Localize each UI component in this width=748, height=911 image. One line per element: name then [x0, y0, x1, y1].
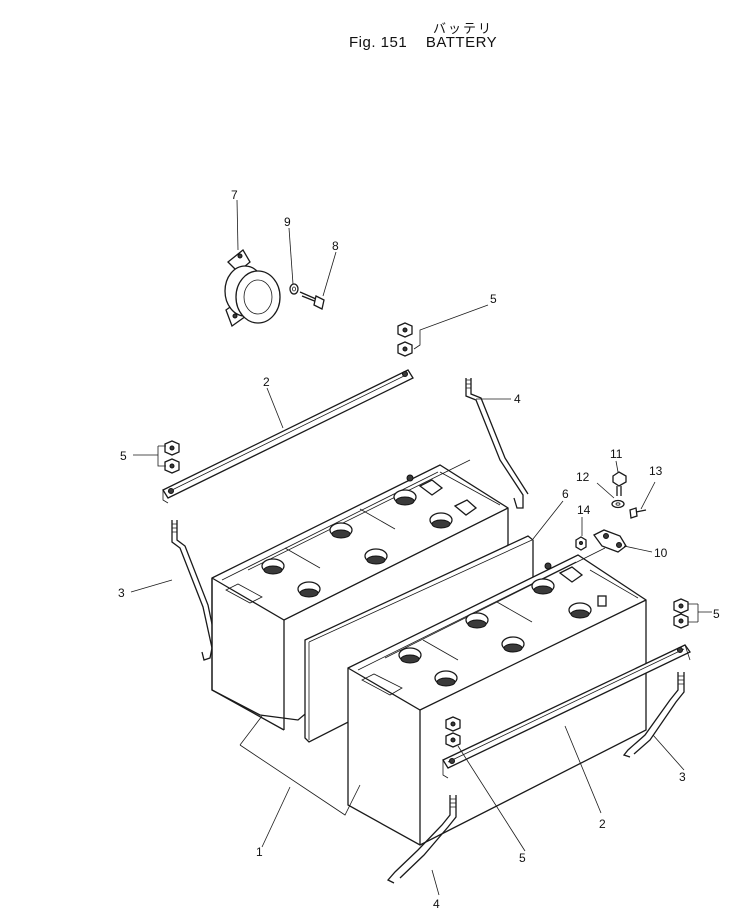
part-1-battery-front	[347, 547, 647, 846]
callout-9: 9	[284, 215, 291, 229]
part-5-nuts-upper	[397, 322, 413, 357]
part-5-nuts-left	[164, 440, 180, 474]
callout-14: 14	[577, 503, 591, 517]
part-3-j-bolt-upper	[171, 520, 218, 661]
part-12-washer	[611, 499, 625, 509]
callout-10: 10	[654, 546, 668, 560]
part-7-battery-relay	[224, 249, 281, 328]
part-13-bolt	[629, 507, 647, 519]
callout-5-right: 5	[713, 607, 720, 621]
callout-labels: 7 9 8 5 2 4 5 3 6 11 12 13 14 10 5 3 2 5…	[118, 188, 720, 911]
part-9-washer	[289, 283, 299, 295]
leader-lines	[130, 199, 712, 896]
callout-5-lower: 5	[519, 851, 526, 865]
part-5-nuts-lower-right	[673, 598, 689, 629]
part-5-nuts-lower-mid	[445, 716, 461, 748]
callout-2-upper: 2	[263, 375, 270, 389]
callout-3-left: 3	[118, 586, 125, 600]
part-4-j-bolt-upper	[465, 378, 529, 509]
part-4-j-bolt-lower	[386, 795, 457, 884]
part-11-bolt	[612, 471, 627, 496]
part-10-terminal-clamp	[593, 529, 627, 553]
callout-4-lower: 4	[433, 897, 440, 911]
figure-name: BATTERY	[425, 34, 498, 51]
callout-12: 12	[576, 470, 590, 484]
part-8-bolt	[299, 291, 325, 310]
figure-title: Fig. 151 BATTERY	[349, 34, 497, 51]
part-3-j-bolt-lower	[622, 672, 685, 758]
part-1-battery-rear	[211, 459, 509, 731]
figure-number: Fig. 151	[349, 34, 408, 51]
part-2-lower-hold-down-bar	[442, 644, 691, 779]
battery-rear-caps	[261, 489, 453, 598]
callout-4-upper: 4	[514, 392, 521, 406]
callout-13: 13	[649, 464, 663, 478]
callout-3-right: 3	[679, 770, 686, 784]
figure-title-japanese: バッテリ	[433, 22, 494, 37]
callout-5-upper: 5	[490, 292, 497, 306]
part-14-nut	[575, 536, 587, 551]
part-2-upper-hold-down-bar	[162, 369, 414, 504]
callout-1: 1	[256, 845, 263, 859]
callout-6: 6	[562, 487, 569, 501]
callout-5-left: 5	[120, 449, 127, 463]
battery-front-caps	[398, 578, 592, 687]
callout-11: 11	[610, 447, 623, 461]
callout-2-lower: 2	[599, 817, 606, 831]
callout-8: 8	[332, 239, 339, 253]
callout-7: 7	[231, 188, 238, 202]
